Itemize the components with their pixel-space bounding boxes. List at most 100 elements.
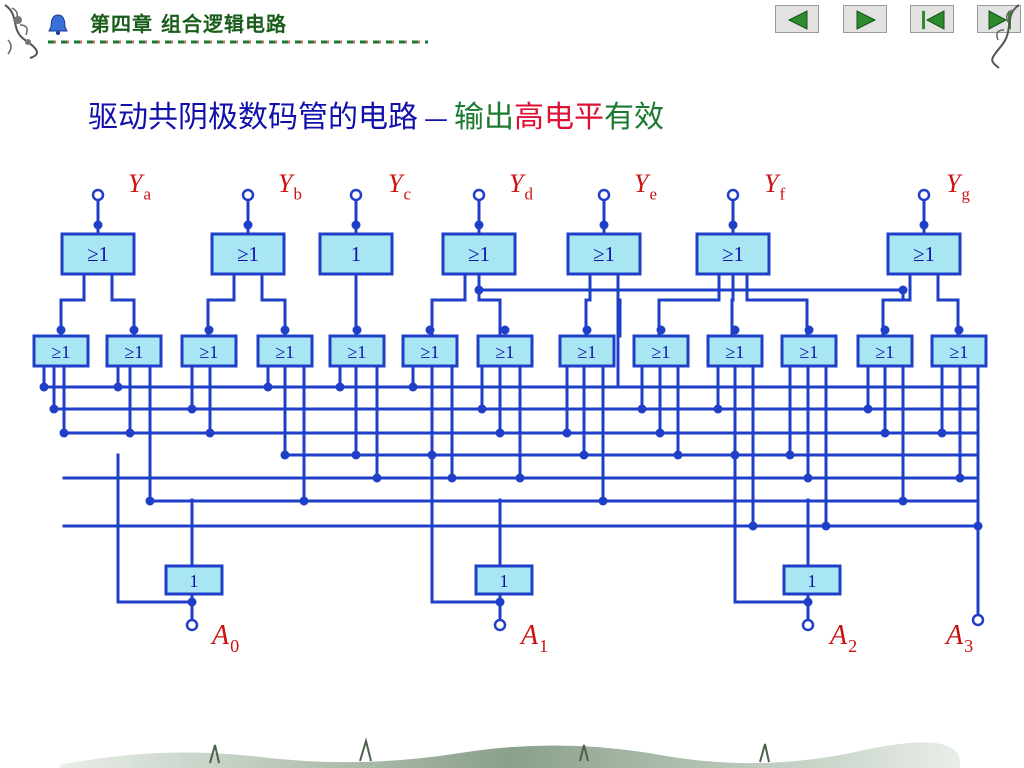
junction-dot — [39, 382, 49, 392]
junction-dot — [125, 428, 135, 438]
terminal-circle — [349, 188, 363, 202]
header-bar: 第四章 组合逻辑电路 — [0, 0, 1024, 69]
top-gate — [566, 232, 642, 276]
junction-dot — [56, 325, 66, 335]
output-label: Ye — [634, 169, 657, 203]
terminal-circle — [801, 618, 815, 632]
wire — [59, 272, 86, 338]
junction-dot — [280, 325, 290, 335]
junction-dot — [954, 325, 964, 335]
dashed-divider — [48, 40, 428, 44]
junction-dot — [187, 404, 197, 414]
junction-dot — [474, 285, 484, 295]
wire — [477, 272, 905, 302]
title-part-active: 有效 — [604, 100, 664, 135]
next-button[interactable] — [843, 5, 887, 33]
junction-dot — [919, 220, 929, 230]
middle-or-gate — [105, 334, 163, 368]
footer-landscape-decoration — [60, 737, 960, 768]
junction-dot — [280, 450, 290, 460]
buffer-gate-label: 1 — [190, 571, 199, 591]
triangle-left-icon — [787, 10, 808, 30]
skip-first-icon — [922, 10, 945, 30]
middle-or-gate-label: ≥1 — [348, 342, 367, 362]
junction-dot — [730, 325, 740, 335]
middle-or-gate-label: ≥1 — [200, 342, 219, 362]
top-gate — [210, 232, 286, 276]
input-label: A0 — [210, 620, 239, 656]
junction-dot — [656, 325, 666, 335]
junction-dot — [49, 404, 59, 414]
first-button[interactable] — [910, 5, 954, 33]
junction-dot — [728, 220, 738, 230]
junction-dot — [637, 404, 647, 414]
title-separator: — — [424, 105, 448, 133]
terminal-circle — [493, 618, 507, 632]
wire — [745, 272, 809, 338]
wire — [584, 272, 592, 338]
output-label: Yf — [764, 169, 785, 203]
junction-layer — [39, 188, 985, 632]
bell-icon — [48, 14, 68, 35]
junction-dot — [204, 325, 214, 335]
title-part-output: 输出 — [454, 100, 514, 135]
terminal-circle — [472, 188, 486, 202]
wire — [430, 272, 467, 338]
output-label: Yd — [509, 169, 533, 203]
vine-ornament-left-icon — [4, 4, 38, 59]
middle-or-gate — [180, 334, 238, 368]
wire — [116, 453, 194, 604]
middle-or-gate — [930, 334, 988, 368]
middle-or-gate — [558, 334, 616, 368]
wire — [260, 272, 287, 338]
buffer-gate-label: 1 — [500, 571, 509, 591]
top-gate-label: 1 — [351, 242, 362, 266]
junction-dot — [599, 220, 609, 230]
middle-or-gate — [632, 334, 690, 368]
middle-or-gate — [706, 334, 764, 368]
junction-dot — [425, 325, 435, 335]
top-gate-label: ≥1 — [722, 242, 744, 266]
junction-dot — [495, 597, 505, 607]
middle-or-gate-label: ≥1 — [578, 342, 597, 362]
middle-or-gate-label: ≥1 — [52, 342, 71, 362]
page-title: 驱动共阴极数码管的电路—输出高电平有效 — [88, 92, 664, 136]
junction-dot — [748, 521, 758, 531]
junction-dot — [495, 428, 505, 438]
middle-or-gate-label: ≥1 — [496, 342, 515, 362]
junction-dot — [785, 450, 795, 460]
junction-dot — [655, 428, 665, 438]
wire-layer — [42, 193, 980, 627]
prev-button[interactable] — [775, 5, 819, 33]
middle-or-gate — [256, 334, 314, 368]
wire — [733, 453, 810, 604]
junction-dot — [205, 428, 215, 438]
junction-dot — [730, 450, 740, 460]
top-gate — [886, 232, 962, 276]
junction-dot — [955, 473, 965, 483]
top-gate — [60, 232, 136, 276]
junction-dot — [673, 450, 683, 460]
terminal-circle — [241, 188, 255, 202]
output-label: Yb — [278, 169, 302, 203]
junction-dot — [579, 450, 589, 460]
junction-dot — [145, 496, 155, 506]
junction-dot — [351, 220, 361, 230]
junction-dot — [93, 220, 103, 230]
junction-dot — [880, 428, 890, 438]
top-gate-label: ≥1 — [87, 242, 109, 266]
wire — [881, 272, 912, 338]
junction-dot — [243, 220, 253, 230]
wire — [110, 272, 136, 338]
middle-or-gate — [856, 334, 914, 368]
input-label: A1 — [519, 620, 548, 656]
junction-dot — [427, 450, 437, 460]
junction-dot — [129, 325, 139, 335]
top-gate — [695, 232, 771, 276]
junction-dot — [898, 496, 908, 506]
junction-dot — [187, 597, 197, 607]
junction-dot — [880, 325, 890, 335]
junction-dot — [263, 382, 273, 392]
